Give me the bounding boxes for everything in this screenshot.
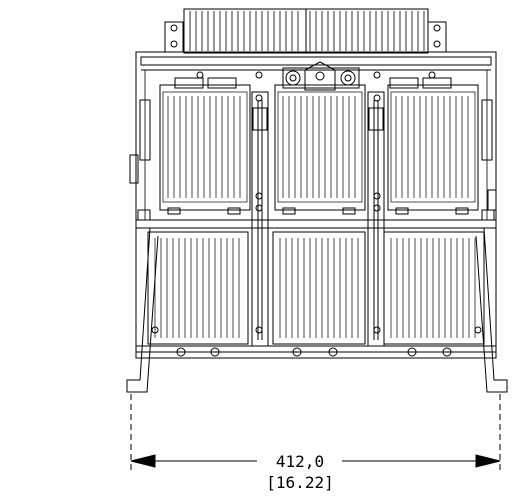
main-frame: [135, 51, 497, 359]
lower-modules: [147, 231, 485, 345]
side-clips: [129, 99, 497, 221]
top-heatsink: [183, 8, 429, 54]
drawing-linework: [126, 8, 508, 470]
dimension-value-metric: 412,0: [276, 452, 324, 471]
dimension: [130, 394, 501, 470]
bolts: [151, 71, 482, 357]
vertical-rails: [251, 91, 385, 347]
dimension-value-imperial: [16.22]: [266, 473, 333, 492]
arrowhead-left: [130, 454, 156, 468]
upper-modules: [159, 61, 479, 215]
mounting-legs: [126, 227, 508, 393]
arrowhead-right: [475, 454, 501, 468]
